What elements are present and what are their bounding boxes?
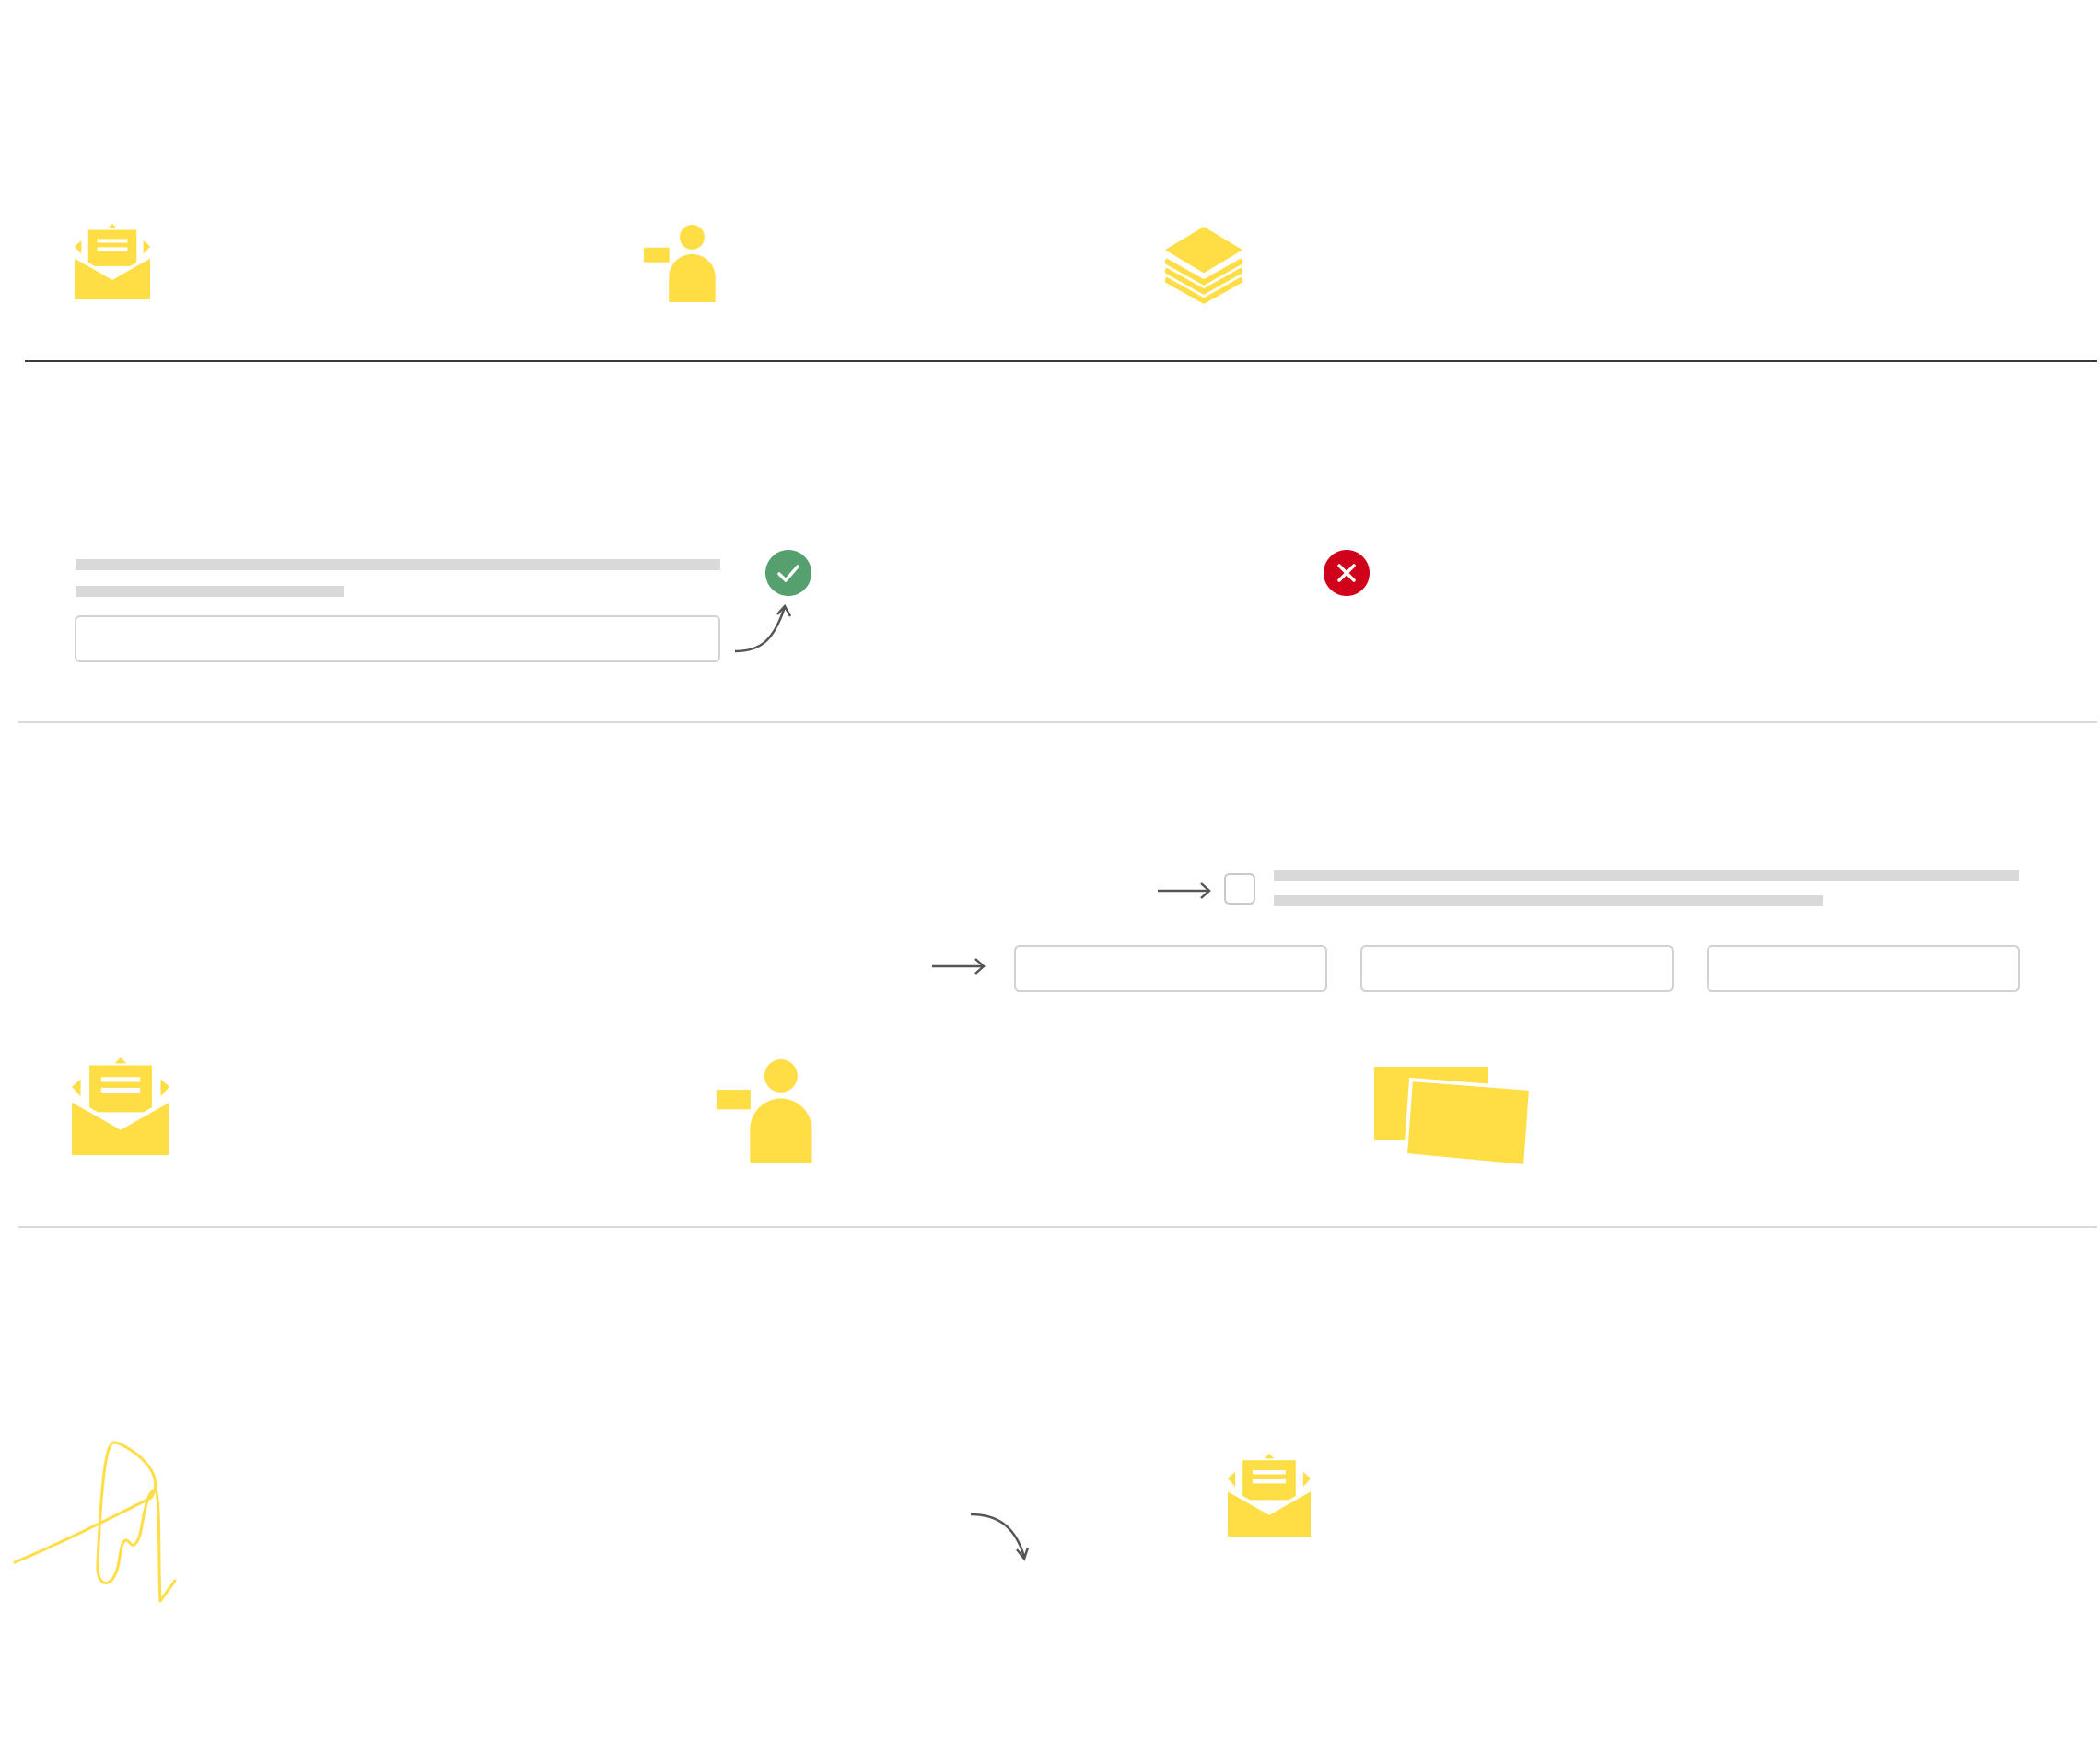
open-envelope-icon — [72, 1057, 169, 1155]
layered-stack-icon — [1165, 226, 1242, 305]
open-envelope-icon — [74, 224, 151, 299]
curved-arrow-up-icon — [733, 603, 794, 655]
x-circle-icon — [1324, 550, 1370, 596]
form-input-2[interactable] — [1360, 945, 1674, 992]
form-input-3[interactable] — [1707, 945, 2020, 992]
text-placeholder-line — [1274, 870, 2019, 881]
check-circle-icon — [765, 550, 811, 596]
arrow-right-icon — [1158, 881, 1211, 901]
curved-arrow-down-icon — [969, 1511, 1030, 1562]
signature-icon — [13, 1433, 188, 1610]
person-with-card-icon — [713, 1059, 816, 1163]
text-placeholder-line — [76, 559, 720, 570]
validation-input[interactable] — [75, 615, 720, 662]
open-envelope-icon — [1228, 1454, 1311, 1537]
text-placeholder-line — [76, 586, 344, 597]
stacked-cards-icon — [1372, 1065, 1534, 1171]
text-placeholder-line — [1274, 895, 1823, 906]
consent-checkbox[interactable] — [1224, 873, 1255, 905]
person-with-card-icon — [641, 224, 718, 303]
section-divider — [18, 1226, 2097, 1228]
section-divider — [25, 360, 2097, 362]
arrow-right-icon — [932, 956, 986, 976]
form-input-1[interactable] — [1014, 945, 1327, 992]
section-divider — [18, 721, 2097, 723]
